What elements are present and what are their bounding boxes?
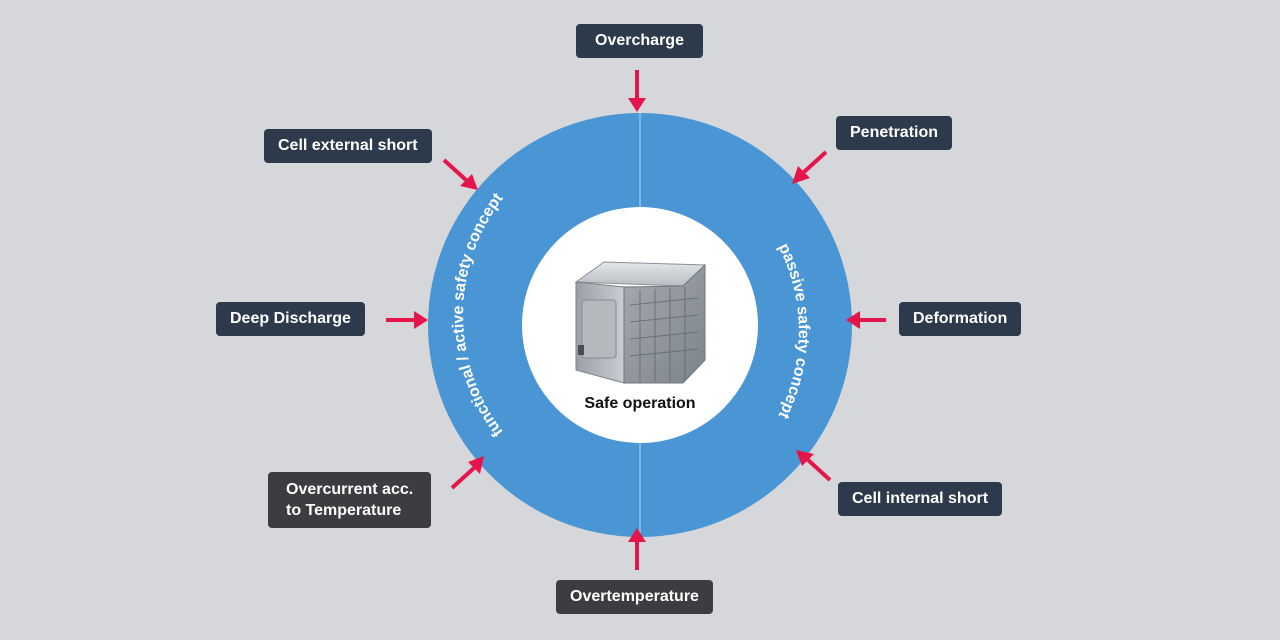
battery-module-icon (574, 261, 707, 384)
arrow-deformation (846, 311, 886, 329)
arrow-cell-internal-short (796, 450, 832, 482)
overcurrent-label: Overcurrent acc. to Temperature (268, 472, 432, 528)
cell-external-short-label: Cell external short (264, 129, 432, 163)
arrow-overcharge (628, 70, 646, 112)
arrow-deep-discharge (386, 311, 428, 329)
arrow-penetration (792, 150, 828, 184)
penetration-label: Penetration (836, 116, 953, 150)
overcharge-label: Overcharge (576, 24, 703, 58)
deep-discharge-label: Deep Discharge (216, 302, 365, 336)
arrow-overtemperature (628, 528, 646, 570)
overtemperature-label: Overtemperature (556, 580, 713, 614)
overcurrent-line1: Overcurrent acc. (286, 481, 414, 498)
center-title: Safe operation (584, 395, 695, 412)
overcurrent-line2: to Temperature (286, 502, 402, 519)
cell-internal-short-label: Cell internal short (838, 482, 1003, 516)
arrow-cell-external-short (442, 158, 478, 190)
deformation-label: Deformation (899, 302, 1022, 336)
arrow-overcurrent (450, 456, 484, 490)
